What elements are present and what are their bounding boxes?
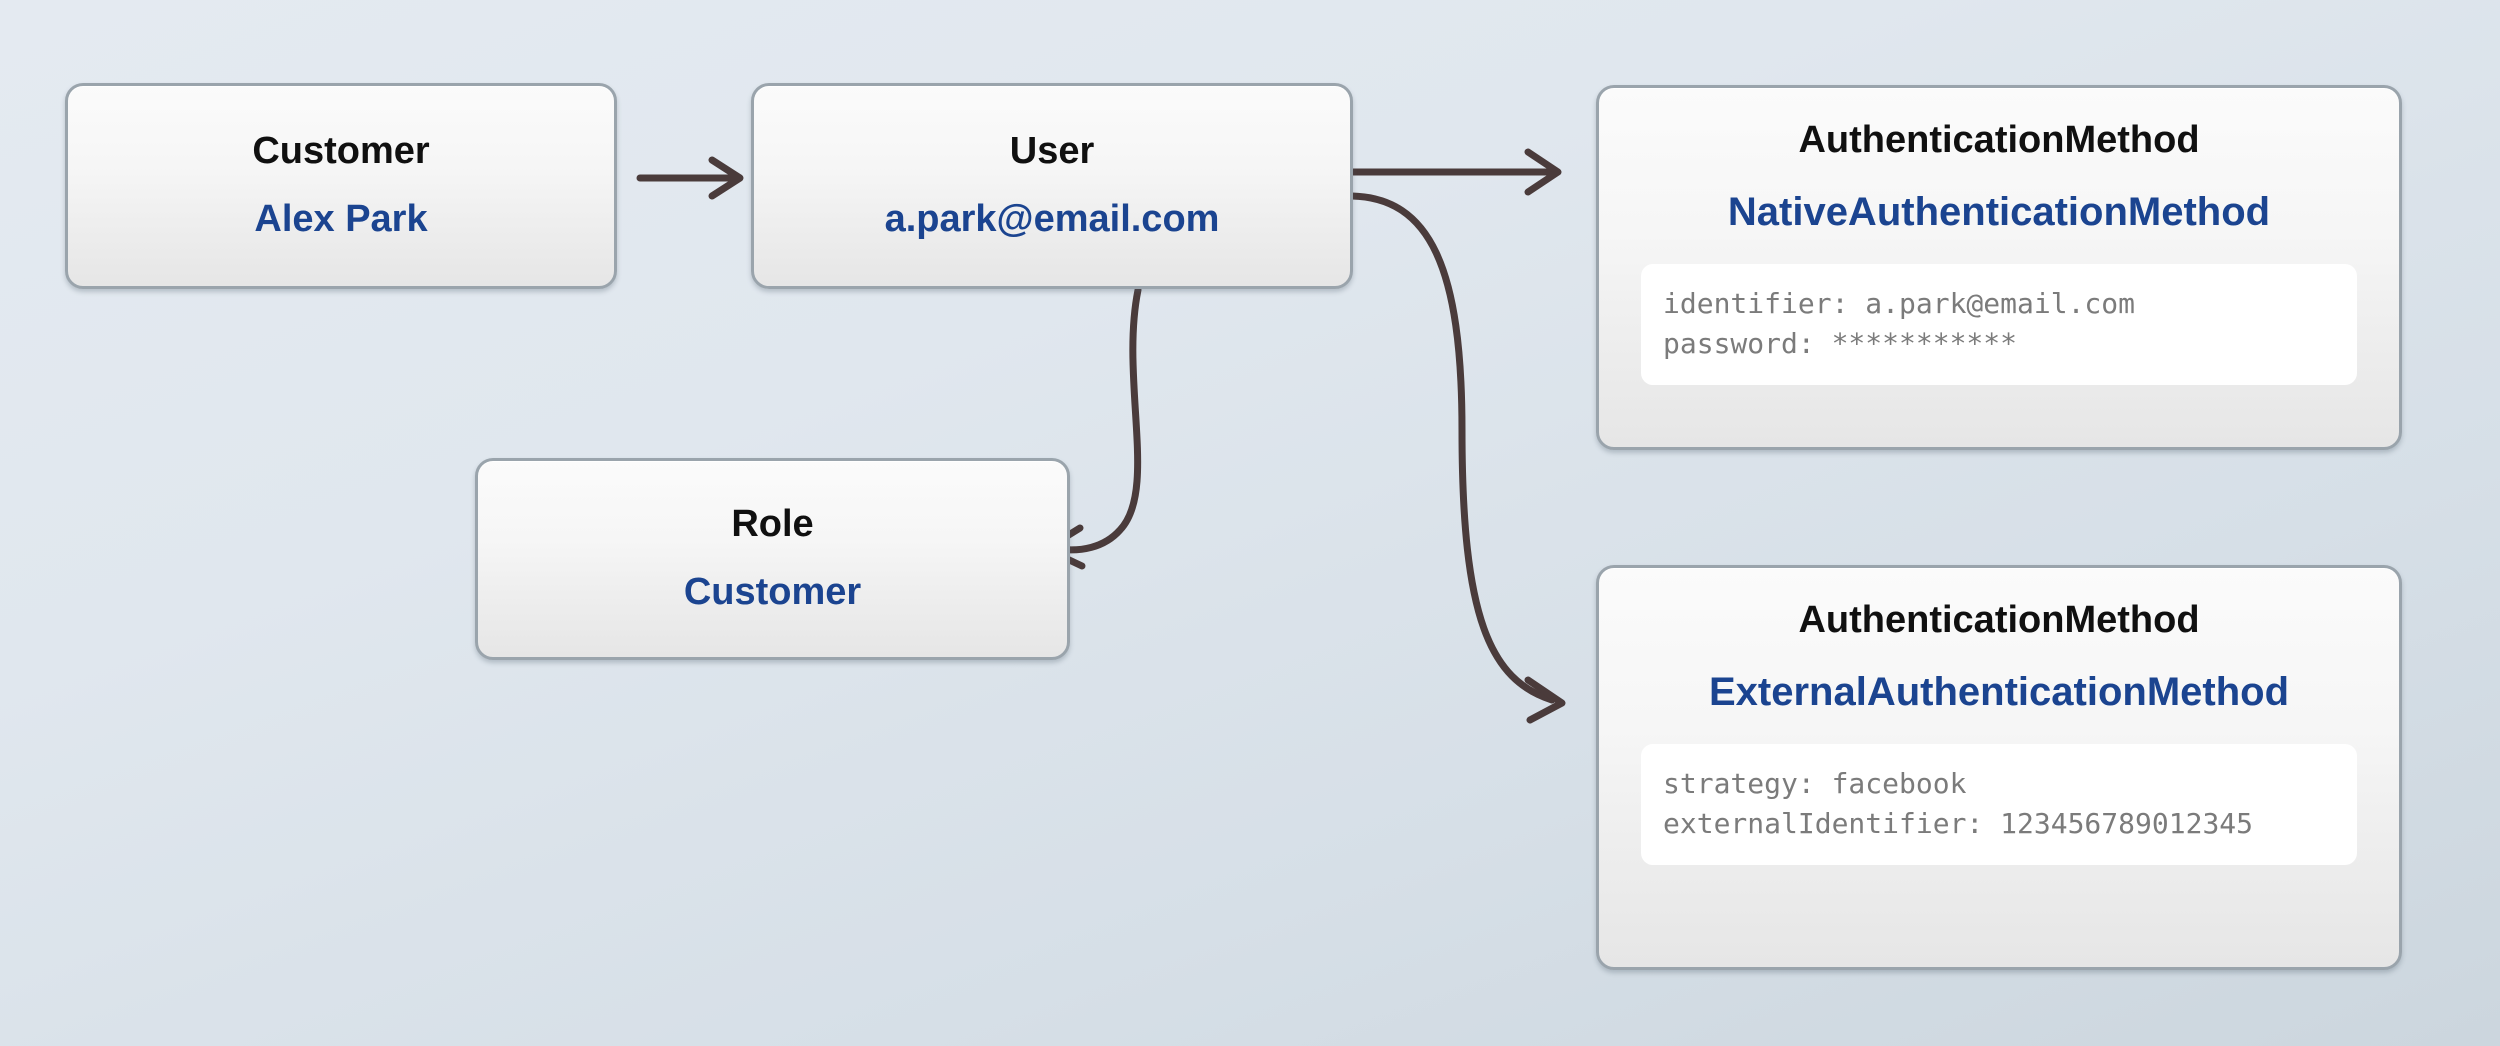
node-customer[interactable]: Customer Alex Park	[65, 83, 617, 289]
edge-user-to-native-auth	[1348, 148, 1562, 196]
edge-user-to-external-auth	[1348, 192, 1566, 724]
node-external-authentication-method[interactable]: AuthenticationMethod ExternalAuthenticat…	[1596, 565, 2402, 970]
node-external-auth-title: AuthenticationMethod	[1798, 599, 2200, 641]
node-native-authentication-method[interactable]: AuthenticationMethod NativeAuthenticatio…	[1596, 85, 2402, 450]
node-role[interactable]: Role Customer	[475, 458, 1070, 660]
node-customer-value: Alex Park	[254, 198, 428, 240]
node-role-value: Customer	[683, 571, 862, 613]
node-user-title: User	[1009, 130, 1095, 173]
node-user[interactable]: User a.park@email.com	[751, 83, 1353, 289]
external-auth-attribute-strategy: strategy: facebook	[1663, 766, 1967, 800]
node-native-auth-title: AuthenticationMethod	[1798, 119, 2200, 161]
external-auth-attributes-panel: strategy: facebook externalIdentifier: 1…	[1641, 743, 2357, 866]
node-role-title: Role	[731, 503, 814, 546]
native-auth-attribute-password: password: ***********	[1663, 326, 2018, 360]
node-native-auth-value: NativeAuthenticationMethod	[1727, 189, 2271, 234]
node-external-auth-value: ExternalAuthenticationMethod	[1708, 669, 2290, 714]
external-auth-attribute-external-identifier: externalIdentifier: 123456789012345	[1663, 806, 2254, 840]
node-customer-title: Customer	[252, 130, 430, 173]
native-auth-attributes-panel: identifier: a.park@email.com password: *…	[1641, 263, 2357, 386]
edge-customer-to-user	[636, 156, 744, 200]
native-auth-attribute-identifier: identifier: a.park@email.com	[1663, 286, 2136, 320]
node-user-value: a.park@email.com	[884, 198, 1220, 240]
